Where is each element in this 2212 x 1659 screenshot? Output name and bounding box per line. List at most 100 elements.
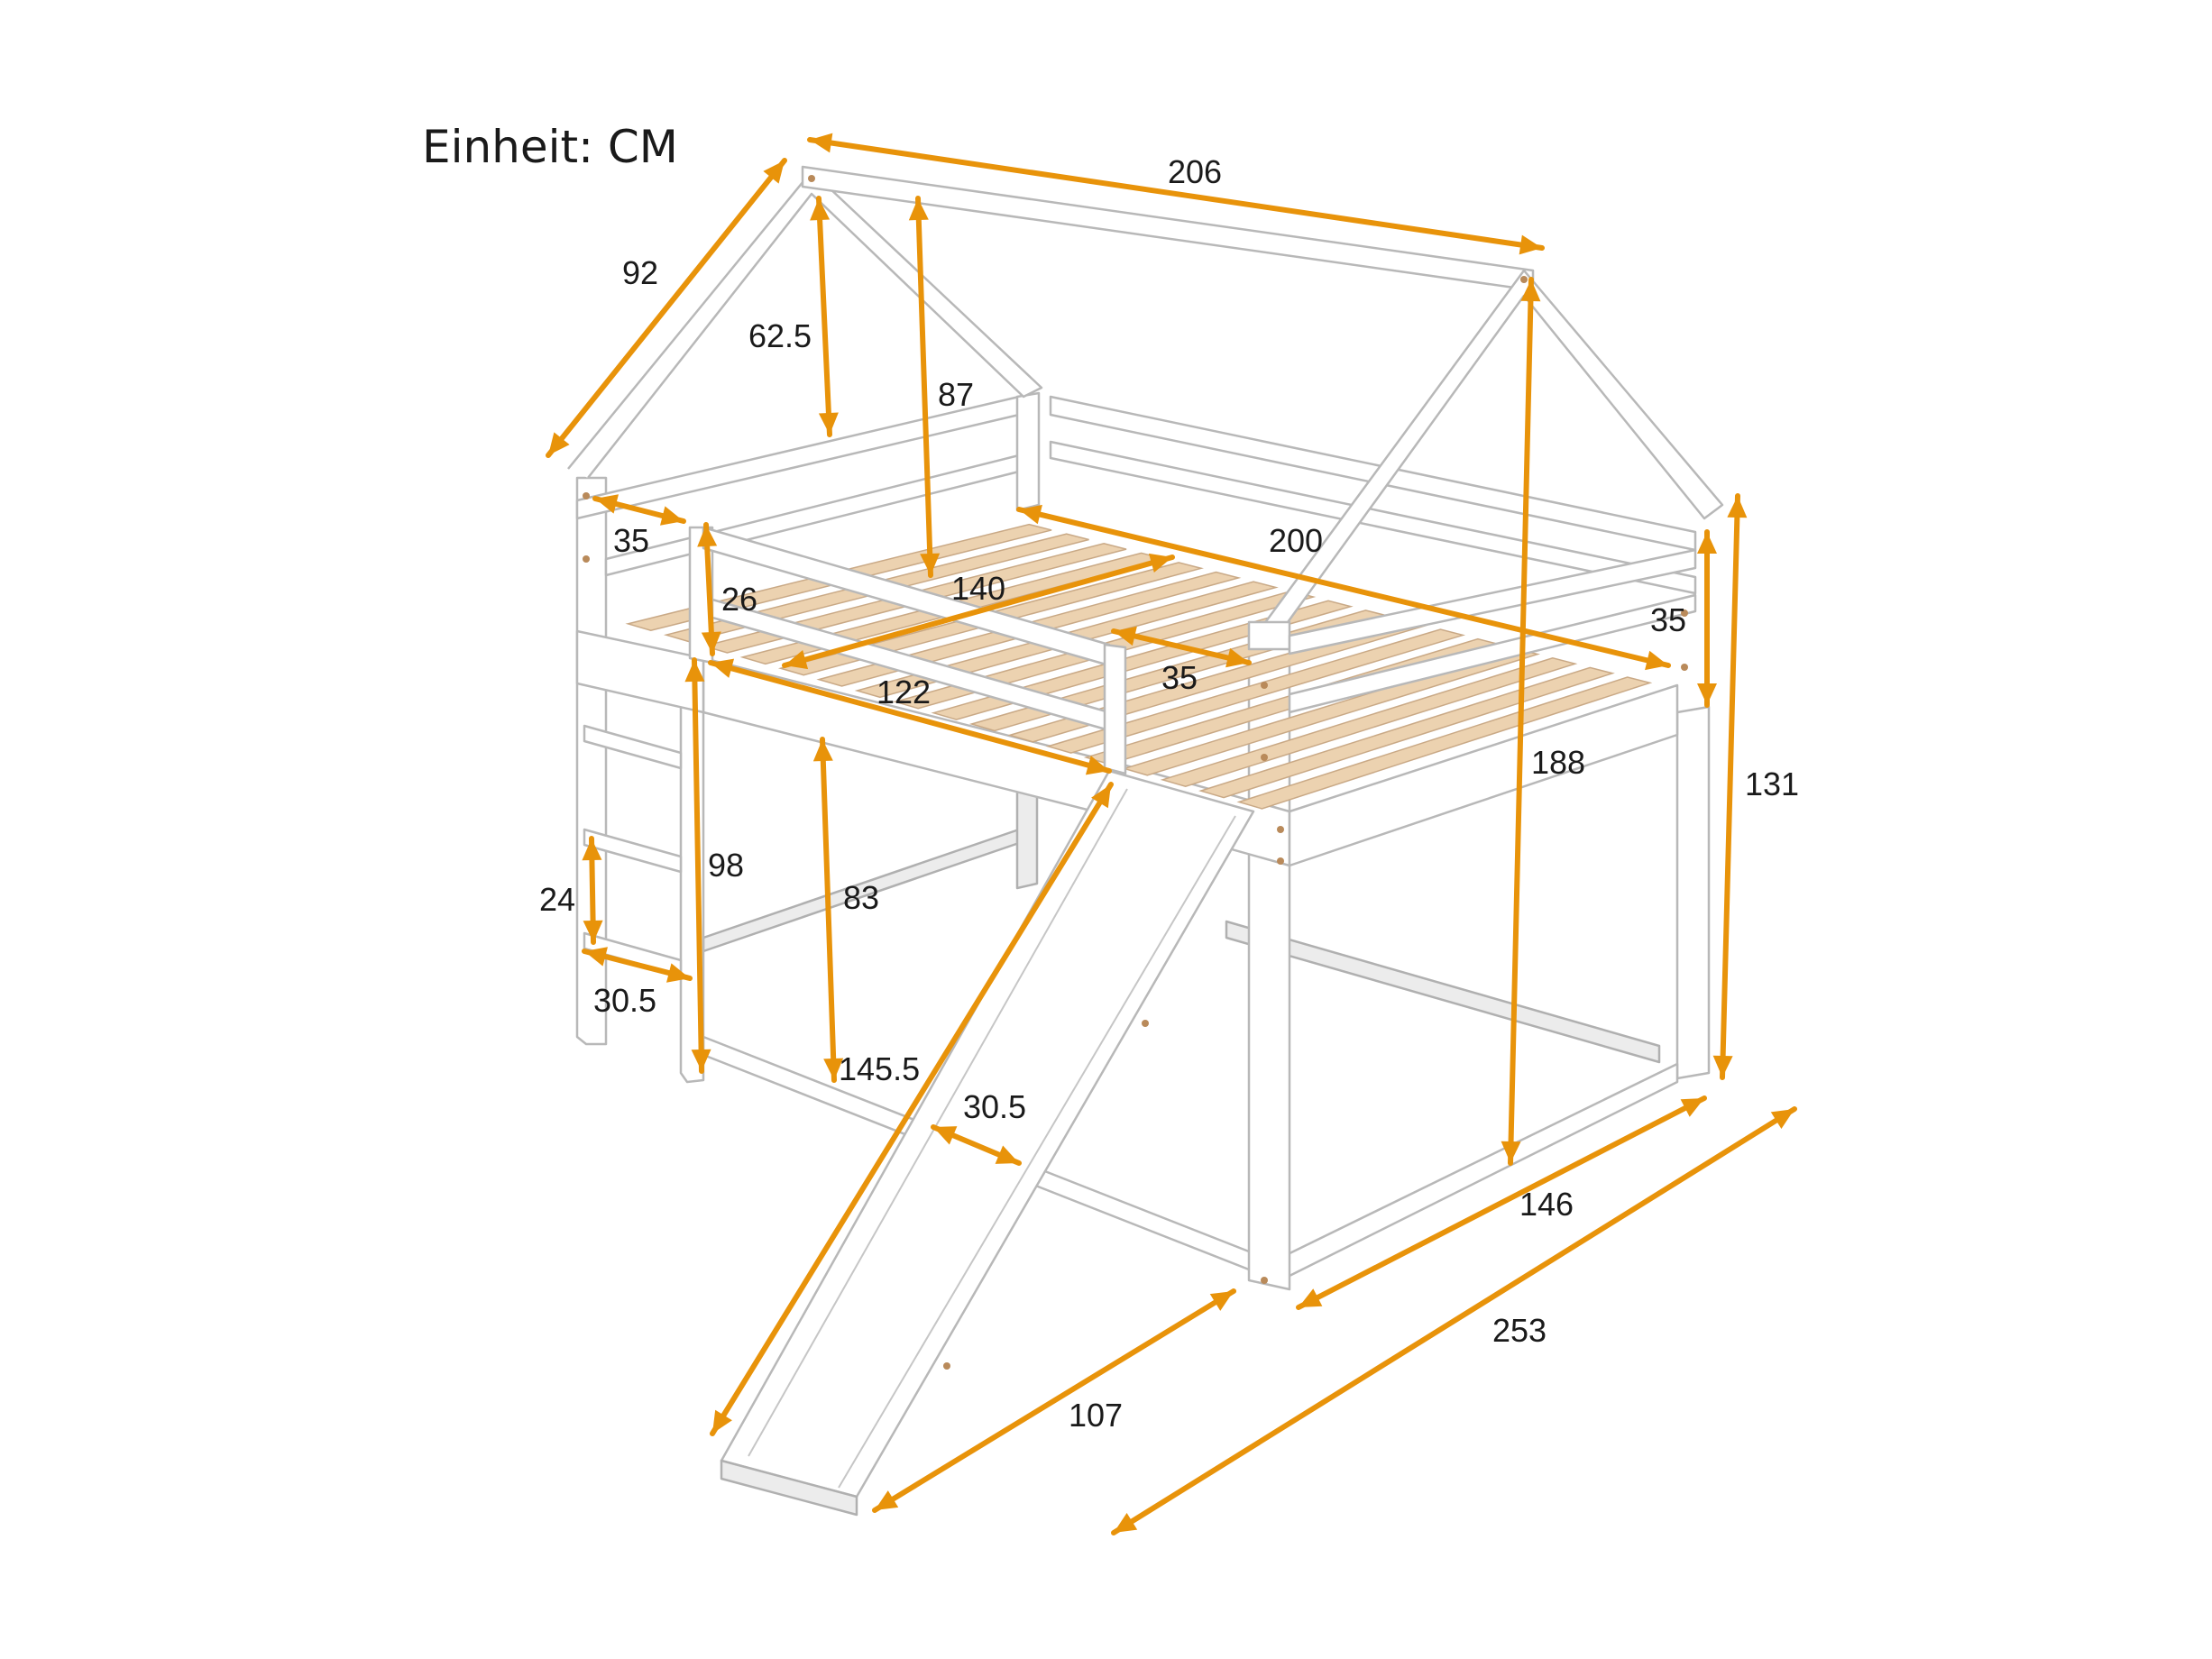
arrowhead [1209, 1291, 1234, 1311]
deck-side-left [575, 629, 705, 714]
label-slide-length: 145.5 [839, 1050, 920, 1087]
screw-dot [808, 175, 815, 182]
arrowhead [582, 839, 602, 861]
arrow-post-height [1720, 493, 1740, 1080]
arrow-slide-projection [872, 1288, 1236, 1513]
label-clearance: 83 [843, 879, 879, 916]
post-far-right [1675, 705, 1711, 1080]
post-left-rear [575, 476, 608, 1046]
screw-dot [943, 1362, 950, 1370]
arrowhead [1114, 1512, 1138, 1533]
unit-label: Einheit: CM [422, 121, 678, 173]
arrowhead [1727, 496, 1748, 518]
arrowhead [1148, 553, 1172, 573]
arrowhead [1225, 647, 1249, 668]
label-ladder-step: 24 [539, 881, 575, 918]
label-roof-length: 206 [1168, 153, 1222, 190]
label-roof-depth: 92 [622, 254, 658, 291]
label-opening: 35 [1161, 659, 1198, 696]
label-mattress-width: 140 [951, 570, 1005, 607]
arrow-frame-width [1296, 1095, 1707, 1310]
slat [1198, 666, 1615, 799]
label-guard-back: 35 [1650, 601, 1686, 638]
arrowhead [701, 631, 721, 654]
arrowhead [1091, 784, 1111, 809]
screw-dots [583, 175, 1688, 1370]
deck-side-right [1288, 683, 1679, 867]
arrowhead [1019, 504, 1042, 525]
guard-rail-back-mid [1049, 440, 1697, 595]
arrowhead [920, 553, 941, 575]
label-slide-width: 30.5 [963, 1088, 1026, 1125]
label-roof-to-deck: 87 [938, 376, 974, 413]
slat [1236, 676, 1653, 810]
guard-rail-right-top [1288, 548, 1697, 655]
arrowhead [1680, 1098, 1704, 1117]
post-front-right-top [1247, 620, 1291, 651]
arrowhead [1645, 650, 1668, 671]
slat [931, 600, 1354, 720]
arrowhead [1299, 1288, 1323, 1307]
arrowhead [908, 198, 929, 221]
roof-gable-right [1247, 269, 1724, 646]
screw-dot [1681, 610, 1688, 617]
arrowhead [1085, 756, 1109, 775]
arrowhead [1697, 683, 1717, 705]
arrowhead [1520, 280, 1541, 302]
arrow-roof-to-deck [915, 196, 933, 578]
arrow-slide-length [710, 782, 1114, 1436]
bed-illustration [567, 165, 1724, 1517]
arrow-gable-height [816, 196, 832, 437]
arrowhead [712, 1409, 732, 1434]
label-rail-end-gap: 35 [613, 522, 649, 559]
arrowhead [1697, 532, 1717, 554]
arrow-clearance [820, 737, 837, 1083]
arrowhead [1712, 1055, 1733, 1077]
roof-gable-left [567, 170, 1043, 479]
arrowhead [812, 739, 833, 762]
label-mattress-length: 200 [1269, 522, 1323, 559]
ladder-rung-2 [583, 828, 683, 874]
arrow-roof-length [807, 137, 1545, 251]
label-front-rail: 122 [877, 674, 931, 710]
arrowhead [1501, 1141, 1521, 1163]
post-rear-left-top [1015, 391, 1041, 512]
arrowhead [1114, 626, 1137, 646]
screw-dot [1277, 826, 1284, 833]
screw-dot [583, 555, 590, 563]
slat [1045, 628, 1466, 754]
screw-dot [1261, 754, 1268, 761]
label-ladder-width: 30.5 [593, 982, 656, 1019]
arrow-mattress-width [782, 555, 1175, 668]
arrowhead [697, 525, 718, 547]
arrowhead [1519, 234, 1542, 255]
arrow-total-height [1508, 277, 1534, 1166]
screw-dot [1142, 1020, 1149, 1027]
guard-rail-right-mid [1288, 593, 1697, 714]
screw-dot [583, 492, 590, 500]
arrowhead [691, 1049, 711, 1071]
floor-rail-front-right [1279, 1062, 1679, 1282]
arrowhead [1770, 1109, 1794, 1130]
label-ladder-height: 98 [708, 847, 744, 884]
guard-rail-front-post-right [1103, 643, 1127, 775]
label-rail-height: 26 [721, 581, 757, 618]
screw-dot [1277, 857, 1284, 865]
arrow-opening [1111, 628, 1252, 665]
arrowhead [823, 1058, 844, 1080]
label-frame-width: 146 [1519, 1186, 1574, 1223]
arrowhead [684, 660, 705, 683]
arrow-ladder-height [692, 657, 704, 1074]
labels: Einheit: CM 206 92 62.5 87 35 26 140 200… [422, 121, 1799, 1434]
arrowhead [666, 963, 690, 983]
floor-rail-far-right [1225, 920, 1661, 1064]
arrowhead [763, 160, 785, 184]
ladder-rung-1 [583, 724, 683, 770]
screw-dot [1520, 276, 1528, 283]
slide-edge-right [838, 815, 1236, 1489]
arrowhead [548, 432, 570, 455]
label-gable-height: 62.5 [748, 317, 812, 354]
arrowhead [583, 920, 603, 942]
arrowhead [584, 947, 608, 967]
